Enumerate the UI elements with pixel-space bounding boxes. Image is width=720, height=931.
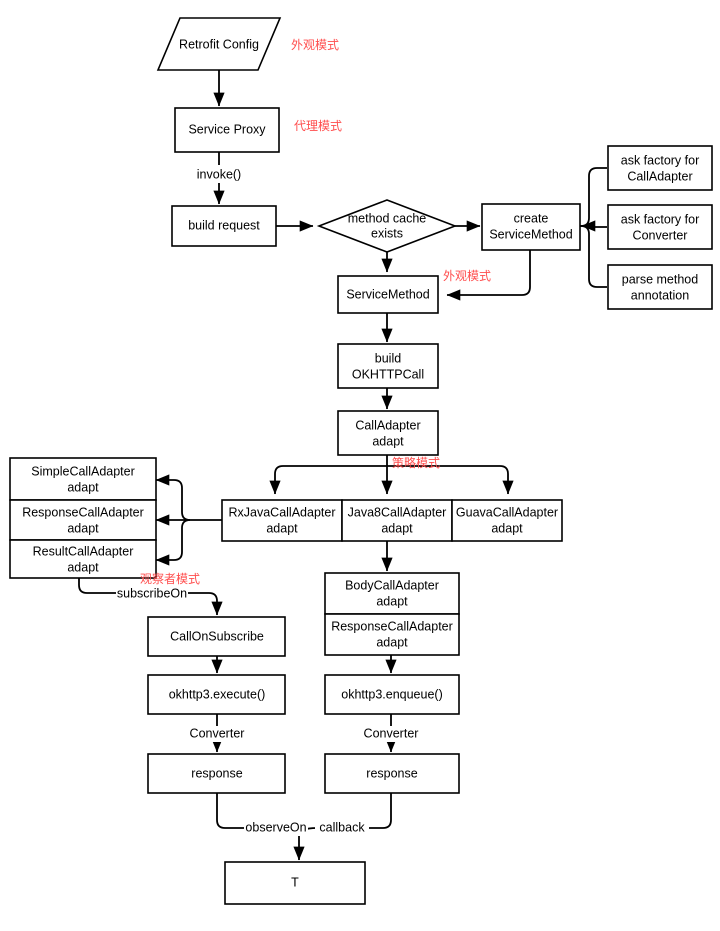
annotation-observer: 观察者模式 xyxy=(140,572,200,586)
node-response-right[interactable]: response xyxy=(324,753,460,794)
node-response-calladapter-right[interactable]: ResponseCallAdapter adapt xyxy=(324,613,460,656)
node-label-guava-calladapter-line1: GuavaCallAdapter xyxy=(456,505,558,519)
node-label-build-okhttpcall-line1: build xyxy=(375,351,401,365)
node-label-service-proxy: Service Proxy xyxy=(188,122,266,136)
node-call-on-subscribe[interactable]: CallOnSubscribe xyxy=(147,616,286,657)
node-label-rxjava-calladapter-line2: adapt xyxy=(266,521,298,535)
edge-response-left-to-observeon xyxy=(216,793,248,829)
node-label-okhttp-execute: okhttp3.execute() xyxy=(169,687,266,701)
node-label-ask-factory-calladapter-line2: CallAdapter xyxy=(627,169,692,183)
node-result-t[interactable]: T xyxy=(224,861,366,905)
node-label-java8-calladapter-line1: Java8CallAdapter xyxy=(348,505,447,519)
node-simple-calladapter[interactable]: SimpleCallAdapter adapt xyxy=(9,457,157,501)
node-ask-factory-converter[interactable]: ask factory for Converter xyxy=(607,204,713,250)
node-label-rxjava-calladapter-line1: RxJavaCallAdapter xyxy=(229,505,336,519)
node-label-service-method: ServiceMethod xyxy=(346,287,429,301)
converter-left-label-bg xyxy=(184,726,250,742)
node-parse-method-annotation[interactable]: parse method annotation xyxy=(607,264,713,310)
node-response-left[interactable]: response xyxy=(147,753,286,794)
edge-create-servicemethod-to-servicemethod xyxy=(446,250,531,301)
node-label-response-calladapter-left-line2: adapt xyxy=(67,521,99,535)
node-label-parse-method-annotation-line1: parse method xyxy=(622,272,698,286)
edge-label-callback: callback xyxy=(319,820,365,834)
edge-ask-calladapter-to-create xyxy=(580,167,607,227)
node-method-cache-exists[interactable]: method cache exists xyxy=(316,199,458,253)
annotation-strategy: 策略模式 xyxy=(392,455,440,470)
node-calladapter-adapt[interactable]: CallAdapter adapt xyxy=(337,410,439,456)
pattern-annotation-layer: 外观模式 代理模式 外观模式 策略模式 观察者模式 xyxy=(140,38,491,586)
edge-parse-annotation-to-create xyxy=(580,225,607,288)
node-label-parse-method-annotation-line2: annotation xyxy=(631,288,689,302)
node-label-build-request: build request xyxy=(188,218,260,232)
node-label-result-calladapter-line2: adapt xyxy=(67,560,99,574)
edge-label-converter-left: Converter xyxy=(190,726,245,740)
node-service-method[interactable]: ServiceMethod xyxy=(337,275,439,314)
edge-left-trunk-to-result xyxy=(155,519,191,566)
converter-right-label-bg xyxy=(358,726,424,742)
node-label-create-service-method-line2: ServiceMethod xyxy=(489,227,572,241)
invoke-label-bg xyxy=(192,166,246,182)
node-label-ask-factory-calladapter-line1: ask factory for xyxy=(621,153,700,167)
node-label-calladapter-adapt-line2: adapt xyxy=(372,434,404,448)
node-label-response-calladapter-right-line2: adapt xyxy=(376,635,408,649)
node-okhttp-execute[interactable]: okhttp3.execute() xyxy=(147,674,286,715)
node-guava-calladapter[interactable]: GuavaCallAdapter adapt xyxy=(451,499,563,542)
annotation-proxy: 代理模式 xyxy=(294,119,342,133)
node-label-method-cache-exists-line1: method cache xyxy=(348,211,427,225)
node-label-retrofit-config: Retrofit Config xyxy=(179,37,259,51)
node-okhttp-enqueue[interactable]: okhttp3.enqueue() xyxy=(324,674,460,715)
node-label-java8-calladapter-line2: adapt xyxy=(381,521,413,535)
node-label-build-okhttpcall-line2: OKHTTPCall xyxy=(352,367,424,381)
node-label-simple-calladapter-line1: SimpleCallAdapter xyxy=(31,464,135,478)
node-label-response-calladapter-left-line1: ResponseCallAdapter xyxy=(22,505,144,519)
node-retrofit-config[interactable]: Retrofit Config xyxy=(156,17,282,71)
node-label-ask-factory-converter-line2: Converter xyxy=(633,228,688,242)
node-label-method-cache-exists-line2: exists xyxy=(371,226,403,240)
node-label-response-calladapter-right-line1: ResponseCallAdapter xyxy=(331,619,453,633)
node-label-ask-factory-converter-line1: ask factory for xyxy=(621,212,700,226)
node-response-calladapter-left[interactable]: ResponseCallAdapter adapt xyxy=(9,499,157,541)
node-label-guava-calladapter-line2: adapt xyxy=(491,521,523,535)
node-label-result-calladapter-line1: ResultCallAdapter xyxy=(33,544,134,558)
node-rxjava-calladapter[interactable]: RxJavaCallAdapter adapt xyxy=(221,499,343,542)
edge-left-trunk-to-simple xyxy=(155,474,191,521)
edge-label-converter-right: Converter xyxy=(364,726,419,740)
node-label-result-t: T xyxy=(291,875,299,889)
node-label-response-right: response xyxy=(366,766,417,780)
node-create-service-method[interactable]: create ServiceMethod xyxy=(481,203,581,251)
annotation-facade-top: 外观模式 xyxy=(291,38,339,52)
observeon-label-bg xyxy=(244,820,308,836)
node-result-calladapter[interactable]: ResultCallAdapter adapt xyxy=(9,539,157,579)
edge-label-invoke: invoke() xyxy=(197,167,241,181)
edge-label-layer: invoke() subscribeOn Converter Converter… xyxy=(116,166,424,836)
edge-label-observe-on: observeOn xyxy=(245,820,306,834)
edge-label-subscribe-on: subscribeOn xyxy=(117,586,187,600)
edge-response-right-to-callback xyxy=(360,793,392,829)
node-body-calladapter[interactable]: BodyCallAdapter adapt xyxy=(324,572,460,615)
subscribeon-label-bg xyxy=(116,585,188,601)
node-build-request[interactable]: build request xyxy=(171,205,277,247)
node-label-simple-calladapter-line2: adapt xyxy=(67,480,99,494)
node-service-proxy[interactable]: Service Proxy xyxy=(174,107,280,153)
node-ask-factory-calladapter[interactable]: ask factory for CallAdapter xyxy=(607,145,713,191)
node-label-body-calladapter-line2: adapt xyxy=(376,594,408,608)
node-label-create-service-method-line1: create xyxy=(514,211,549,225)
node-label-body-calladapter-line1: BodyCallAdapter xyxy=(345,578,439,592)
node-build-okhttpcall[interactable]: build OKHTTPCall xyxy=(337,343,439,389)
edge-strategy-to-guava xyxy=(387,465,514,495)
node-label-okhttp-enqueue: okhttp3.enqueue() xyxy=(341,687,442,701)
annotation-facade-service-method: 外观模式 xyxy=(443,269,491,283)
node-label-call-on-subscribe: CallOnSubscribe xyxy=(170,629,264,643)
node-label-calladapter-adapt-line1: CallAdapter xyxy=(355,418,420,432)
edge-layer xyxy=(78,70,607,861)
node-layer: Retrofit Config Service Proxy build requ… xyxy=(9,17,713,905)
node-java8-calladapter[interactable]: Java8CallAdapter adapt xyxy=(341,499,453,542)
callback-label-bg xyxy=(315,820,369,836)
node-label-response-left: response xyxy=(191,766,242,780)
edge-strategy-to-rxjava xyxy=(269,465,387,495)
edge-subscribeon-to-callonsubscribe xyxy=(184,592,223,616)
edge-result-to-subscribeon xyxy=(78,578,120,594)
